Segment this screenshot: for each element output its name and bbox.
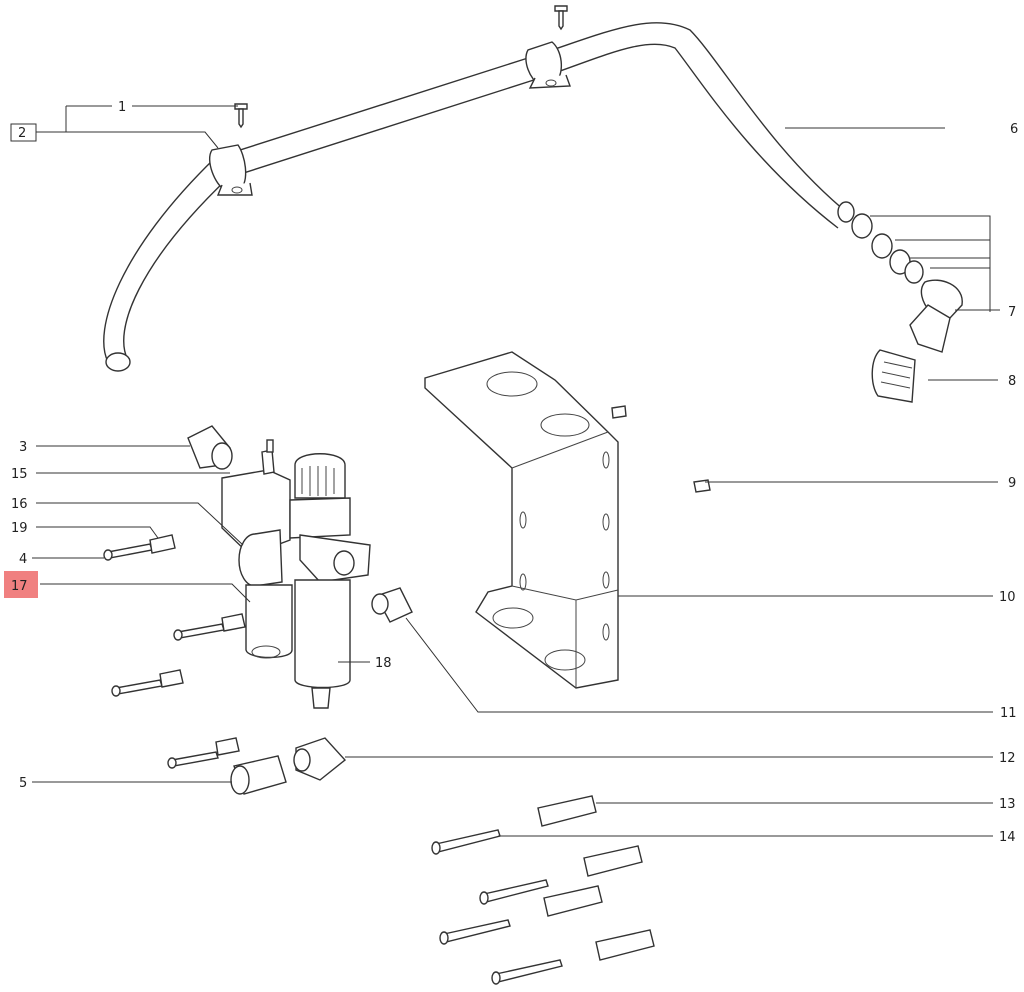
mounting-bracket-10[interactable] <box>424 351 619 689</box>
hose-clamp-top[interactable] <box>525 41 571 89</box>
callout-17[interactable]: 17 <box>11 579 28 594</box>
fitting-3[interactable] <box>187 425 233 470</box>
filter-bowl-17[interactable] <box>245 584 293 659</box>
spacers-13[interactable] <box>537 795 655 961</box>
callout-18[interactable]: 18 <box>375 656 392 671</box>
screws-4-19[interactable] <box>103 534 246 769</box>
screw-1[interactable] <box>234 103 248 129</box>
regulator-18[interactable] <box>289 453 371 709</box>
callout-1[interactable]: 1 <box>118 100 126 115</box>
fitting-group-7[interactable] <box>851 213 963 353</box>
callout-16[interactable]: 16 <box>11 497 28 512</box>
screw-top[interactable] <box>554 5 568 31</box>
callout-4[interactable]: 4 <box>19 552 27 567</box>
callout-19[interactable]: 19 <box>11 521 28 536</box>
quick-coupler-5[interactable] <box>230 755 287 795</box>
nut-9[interactable] <box>611 405 711 493</box>
bolts-14[interactable] <box>431 829 563 985</box>
callout-11[interactable]: 11 <box>1000 706 1017 721</box>
callout-15[interactable]: 15 <box>11 467 28 482</box>
connector-8[interactable] <box>871 349 916 403</box>
gauge-16[interactable] <box>238 529 283 587</box>
hose-6[interactable] <box>103 22 855 372</box>
leader-lines <box>32 105 1000 837</box>
callout-14[interactable]: 14 <box>999 830 1016 845</box>
callout-9[interactable]: 9 <box>1008 476 1016 491</box>
callout-labels: 1 2 3 4 5 6 7 8 9 10 11 12 13 14 15 16 1… <box>4 100 1018 845</box>
callout-8[interactable]: 8 <box>1008 374 1016 389</box>
callout-2-box <box>10 123 37 142</box>
hose-clamp-left[interactable] <box>208 144 253 196</box>
callout-2[interactable]: 2 <box>18 126 26 141</box>
tee-fitting-12[interactable] <box>293 737 347 781</box>
callout-17-highlight <box>4 571 38 598</box>
callout-5[interactable]: 5 <box>19 776 27 791</box>
callout-13[interactable]: 13 <box>999 797 1016 812</box>
callout-10[interactable]: 10 <box>999 590 1016 605</box>
callout-12[interactable]: 12 <box>999 751 1016 766</box>
callout-7[interactable]: 7 <box>1008 305 1016 320</box>
callout-3[interactable]: 3 <box>19 440 27 455</box>
connector-11[interactable] <box>371 587 413 623</box>
callout-6[interactable]: 6 <box>1010 122 1018 137</box>
